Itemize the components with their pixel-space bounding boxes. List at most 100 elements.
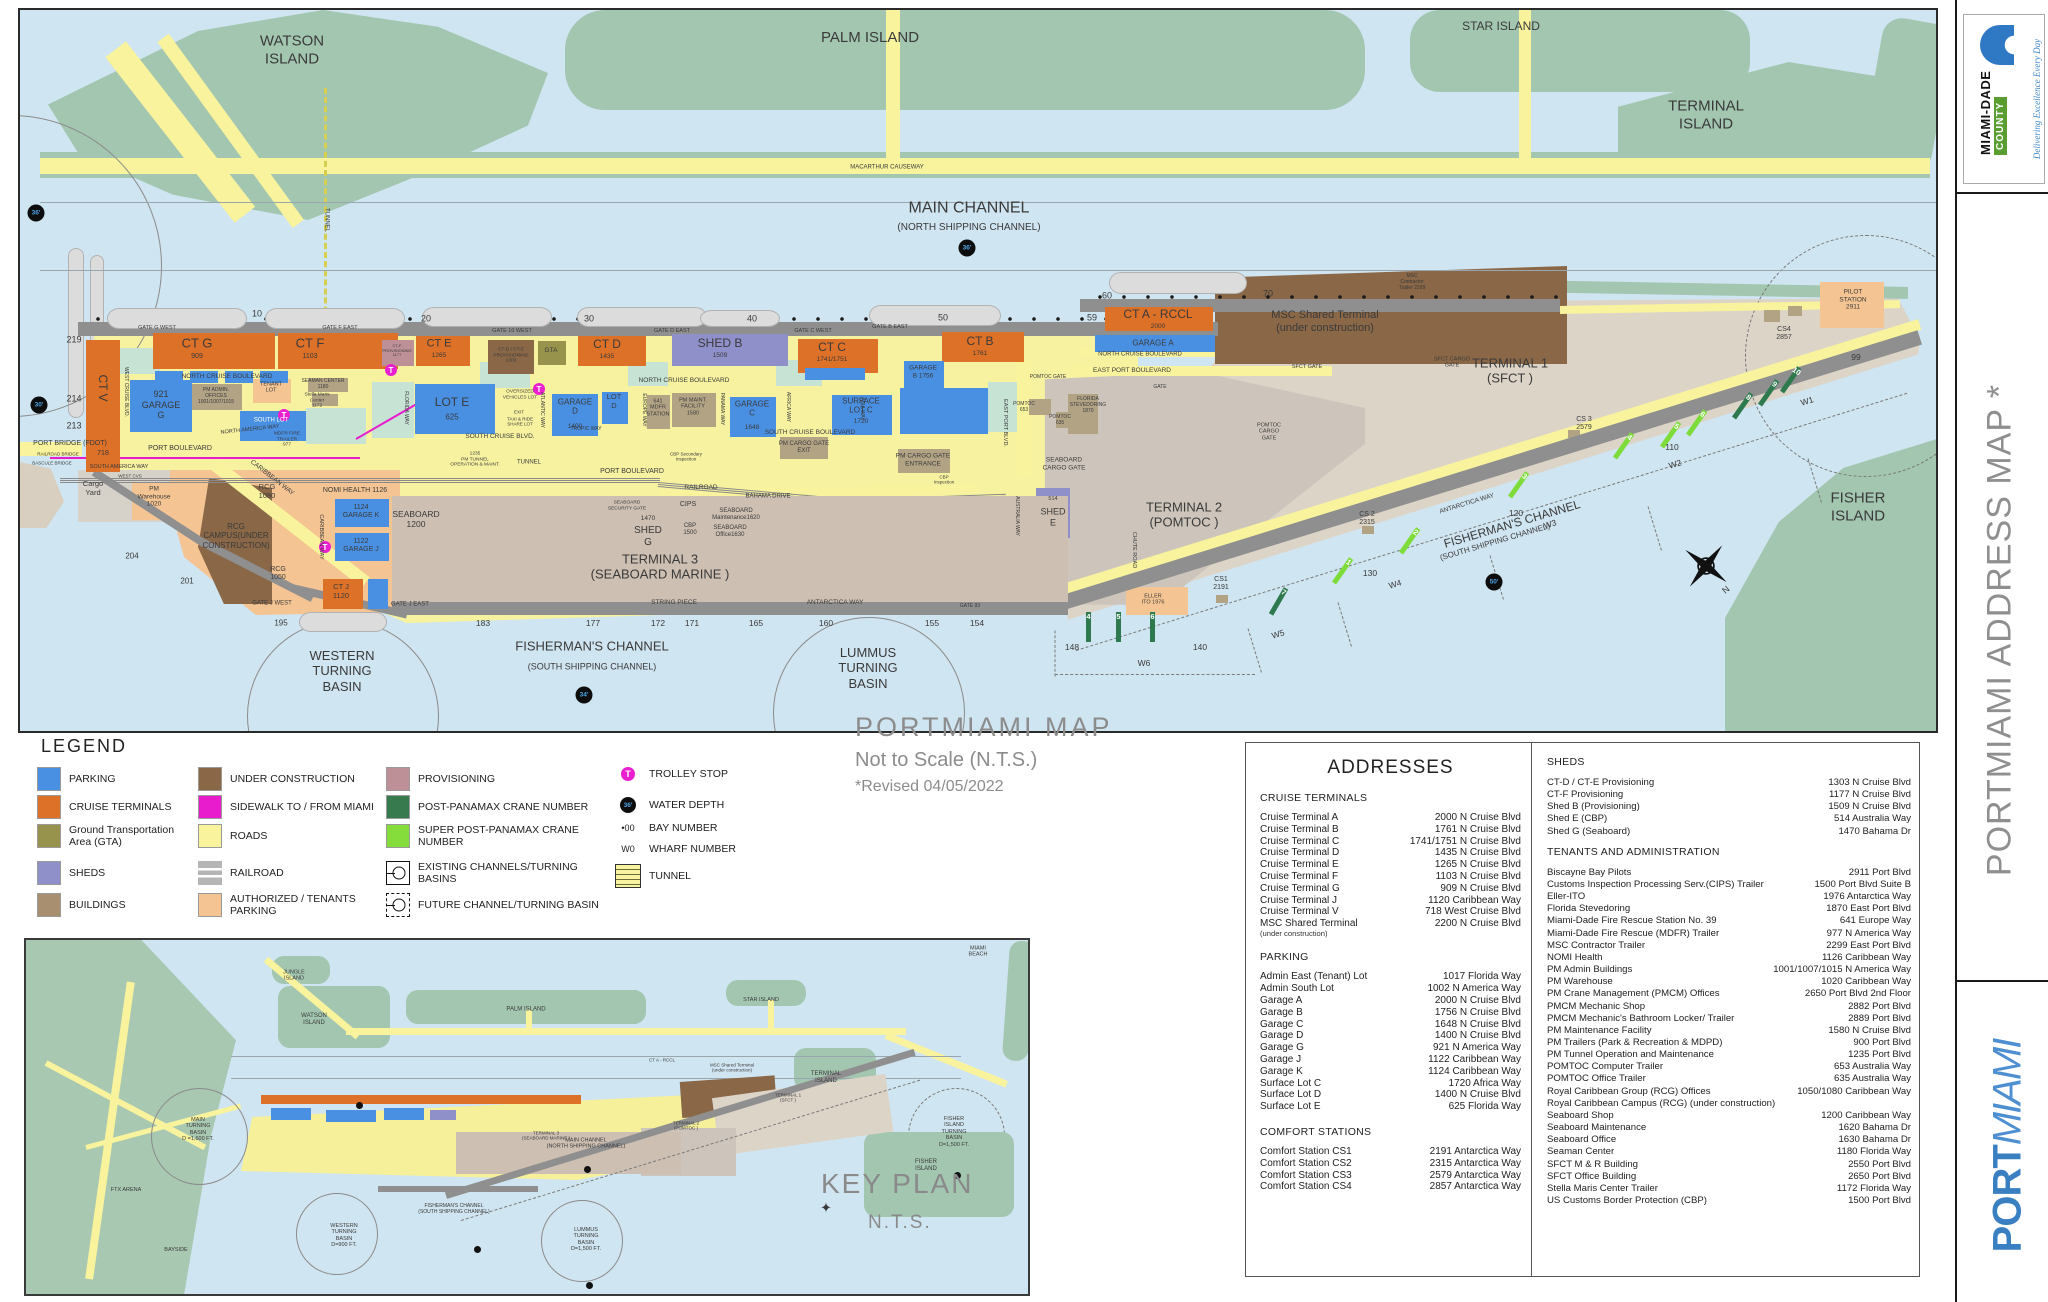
key-plan-lummus-tb	[541, 1200, 623, 1282]
legend-trolley-stop: T TROLLEY STOP	[615, 767, 728, 781]
key-plan-area-dot	[356, 1102, 363, 1109]
map-area-or	[153, 333, 275, 369]
map-label: SEABOARD CARGO GATE	[1042, 456, 1086, 471]
map-area-bl	[602, 392, 628, 424]
map-label: 219	[66, 334, 82, 345]
legend-item: AUTHORIZED / TENANTS PARKING	[198, 893, 356, 918]
key-plan-area-pu	[430, 1110, 456, 1120]
map-label: GATE J WEST	[252, 600, 292, 607]
map-label: NOMI HEALTH 1126	[322, 486, 388, 494]
map-label: WESTERN TURNING BASIN	[309, 648, 375, 694]
map-label: 140	[1192, 641, 1208, 652]
map-label: CS4 2857	[1776, 325, 1792, 341]
water-depth-badge: 50'	[1485, 573, 1503, 591]
legend-label: PARKING	[69, 772, 116, 785]
map-label: (NORTH SHIPPING CHANNEL)	[897, 222, 1041, 234]
legend-label: SIDEWALK TO / FROM MIAMI	[230, 800, 374, 813]
map-label: TERMINAL ISLAND	[1668, 97, 1744, 132]
legend-item: BUILDINGS	[37, 893, 126, 917]
map-area-tan	[780, 437, 828, 459]
ship-shape	[700, 310, 780, 327]
sppx-swatch	[386, 824, 410, 849]
legend-item: RAILROAD	[198, 861, 284, 885]
sidebar-hrule-bottom	[1956, 980, 2048, 982]
scale-note: Not to Scale (N.T.S.)	[855, 749, 1038, 771]
map-area-or	[416, 336, 470, 366]
miami-dade-logo-inner: MIAMI-DADE COUNTY Delivering Excellence …	[1964, 15, 2044, 183]
map-area-teal	[988, 382, 1018, 432]
super-post-panamax-crane-marker: 2	[1398, 527, 1421, 555]
map-area-bl	[900, 388, 988, 434]
map-label: W1	[1799, 394, 1815, 408]
trolley-stop-icon: T	[615, 767, 641, 781]
legend-label: BUILDINGS	[69, 898, 126, 911]
map-area-or	[798, 339, 878, 373]
key-plan-western-tb	[296, 1193, 378, 1275]
map-area-rd	[20, 442, 82, 456]
water-depth-badge: 34'	[575, 686, 593, 704]
map-area-tan	[1568, 430, 1580, 438]
map-area-teal	[116, 348, 160, 374]
portmiami-logo: PORTMIAMI	[1983, 1000, 2033, 1293]
map-area-bl	[335, 499, 389, 527]
map-label: 195	[274, 618, 288, 628]
ship-shape	[1109, 272, 1247, 294]
msc-under-construction	[1215, 266, 1567, 364]
addresses-title: ADDRESSES	[1327, 757, 1454, 778]
map-area-tan	[1362, 526, 1374, 534]
legend-label: SUPER POST-PANAMAX CRANE NUMBER	[418, 824, 579, 849]
legend-label: FUTURE CHANNEL/TURNING BASIN	[418, 898, 599, 911]
map-area-bl	[368, 579, 388, 609]
legend-bay-number: •00 BAY NUMBER	[615, 822, 717, 834]
key-plan-area-rd	[768, 1000, 774, 1030]
trolley-stop-marker: T	[319, 541, 331, 553]
map-label: W6	[1137, 657, 1151, 668]
address-row: Shed E (CBP)514 Australia Way	[1547, 813, 1911, 825]
legend-item: SHEDS	[37, 861, 105, 885]
key-plan-main-tb	[151, 1088, 248, 1185]
ship-shape	[299, 612, 387, 632]
legend-label: CRUISE TERMINALS	[69, 800, 172, 813]
map-label: BASCULE BRIDGE	[32, 460, 72, 466]
map-label: (SOUTH SHIPPING CHANNEL)	[527, 661, 657, 672]
map-label: 165	[748, 617, 764, 628]
map-label: TERMINAL 2 (POMTOC )	[1145, 499, 1223, 530]
address-section-heading: SHEDS	[1547, 756, 1585, 768]
water-depth-badge: 36'	[27, 204, 45, 222]
map-label: WATSON ISLAND	[259, 32, 325, 67]
tunnel-dashed-line	[324, 88, 327, 340]
map-label: ANTARCTICA WAY	[1438, 492, 1495, 516]
map-area-mv	[382, 340, 414, 366]
legend-item: EXISTING CHANNELS/TURNING BASINS	[386, 861, 578, 886]
key-plan-nts: N.T.S.	[868, 1212, 932, 1233]
key-plan-area-dot	[586, 1282, 593, 1289]
map-area-tan	[1788, 306, 1802, 316]
vertical-title-text: PORTMIAMI ADDRESS MAP *	[1980, 383, 2019, 877]
map-label: N	[1720, 583, 1732, 596]
map-label: WEST CRUISE BLVD.	[122, 366, 129, 418]
address-row: Shed G (Seaboard)1470 Bahama Dr	[1547, 825, 1911, 837]
ship-shape	[577, 307, 707, 327]
trolley-stop-marker: T	[385, 364, 397, 376]
map-area-or	[86, 340, 120, 472]
tenants-swatch	[198, 893, 222, 918]
map-label: CBP Inspection	[933, 474, 955, 485]
map-label: STAR ISLAND	[1462, 18, 1540, 33]
wharf-number-icon: W0	[621, 844, 635, 855]
map-label: 155	[924, 617, 940, 628]
map-label: (SOUTH SHIPPING CHANNEL)	[1438, 521, 1551, 563]
map-area-dash	[1054, 630, 1056, 677]
map-label: 154	[969, 617, 985, 628]
